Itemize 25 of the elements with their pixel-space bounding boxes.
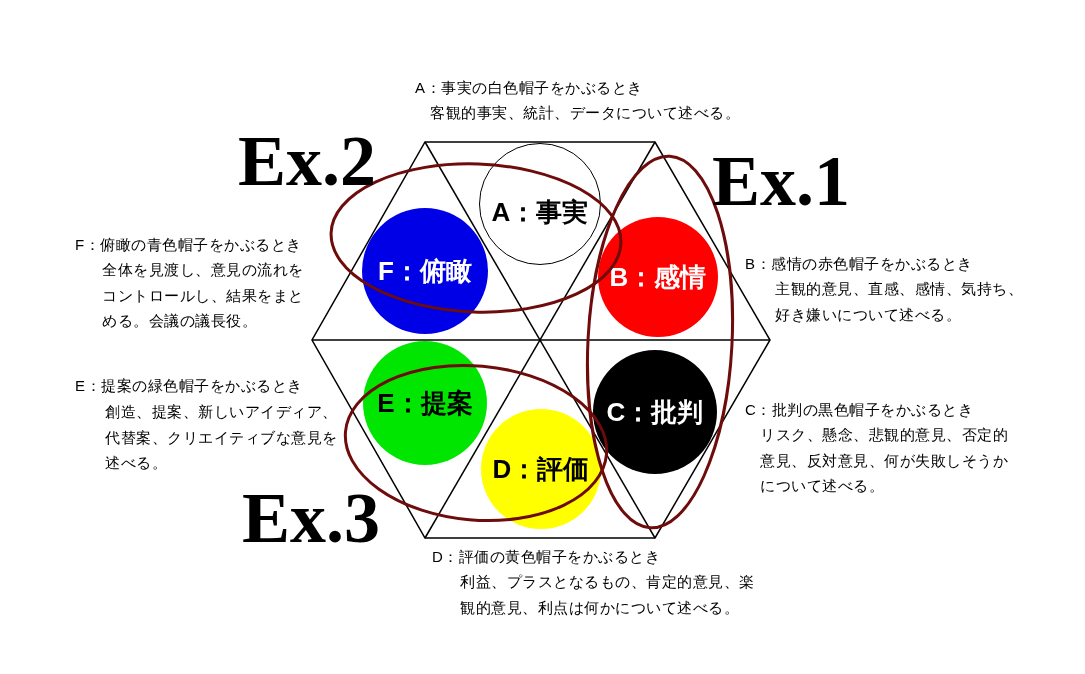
description-heading: C：批判の黒色帽子をかぶるとき bbox=[745, 400, 974, 420]
description-text: 全体を見渡し、意見の流れをコントロールし、結果をまとめる。会議の議長役。 bbox=[102, 260, 305, 331]
example-label: Ex.3 bbox=[242, 482, 381, 554]
description-heading: A：事実の白色帽子をかぶるとき bbox=[415, 78, 643, 98]
description-heading: F：俯瞰の青色帽子をかぶるとき bbox=[75, 235, 302, 255]
circle-label: F：俯瞰 bbox=[378, 256, 472, 286]
example-label: Ex.1 bbox=[712, 145, 851, 217]
description-heading: E：提案の緑色帽子をかぶるとき bbox=[75, 376, 303, 396]
description-text: リスク、懸念、悲観的意見、否定的意見、反対意見、何が失敗しそうかについて述べる。 bbox=[760, 425, 1009, 496]
description-text: 主観的意見、直感、感情、気持ち、好き嫌いについて述べる。 bbox=[775, 279, 1024, 325]
circle-label: E：提案 bbox=[377, 388, 473, 418]
description-text: 客観的事実、統計、データについて述べる。 bbox=[430, 103, 741, 123]
circle-label: B：感情 bbox=[609, 262, 707, 292]
circle-label: A：事実 bbox=[491, 197, 589, 227]
example-label: Ex.2 bbox=[238, 125, 377, 197]
description-text: 利益、プラスとなるもの、肯定的意見、楽観的意見、利点は何かについて述べる。 bbox=[460, 572, 756, 618]
description-text: 創造、提案、新しいアイディア、代替案、クリエイティブな意見を述べる。 bbox=[105, 402, 339, 473]
hat-circle bbox=[593, 350, 717, 474]
circle-label: D：評価 bbox=[492, 454, 590, 484]
hat-circle bbox=[481, 409, 601, 529]
description-heading: B：感情の赤色帽子をかぶるとき bbox=[745, 254, 973, 274]
description-heading: D：評価の黄色帽子をかぶるとき bbox=[432, 547, 661, 567]
circle-label: C：批判 bbox=[606, 397, 704, 427]
hat-circle bbox=[479, 143, 601, 265]
hat-circle bbox=[598, 217, 718, 337]
